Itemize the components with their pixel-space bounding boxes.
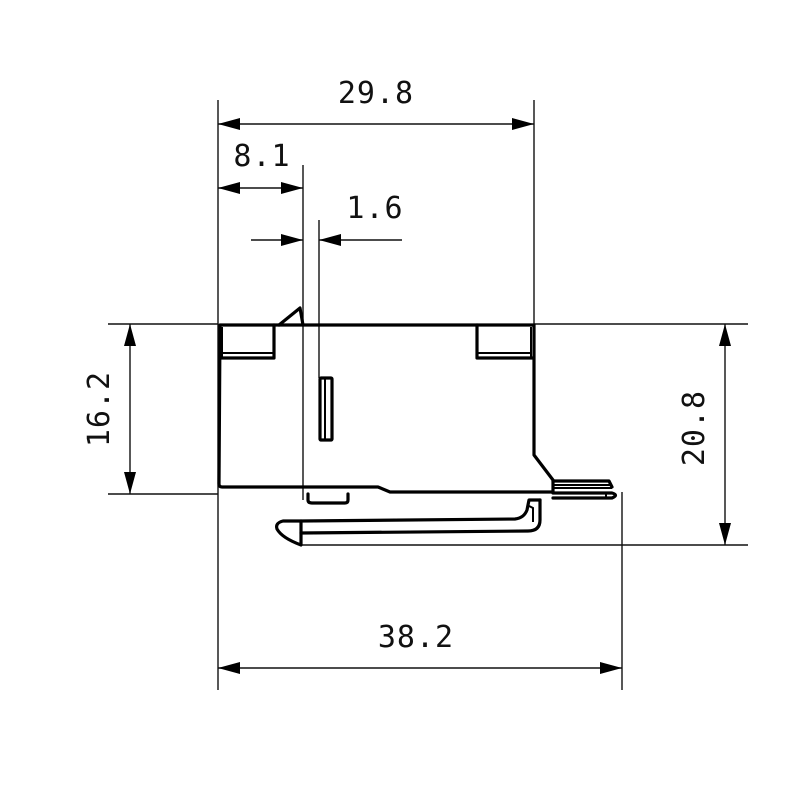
dimension-offset-left: 8.1 <box>218 139 303 194</box>
dimension-total-height: 20.8 <box>677 324 731 545</box>
latch-lever <box>275 498 542 547</box>
dimension-body-height: 16.2 <box>82 324 136 494</box>
contact-pin <box>551 479 618 500</box>
dimension-label-38-2: 38.2 <box>378 620 454 655</box>
dimension-label-1-6: 1.6 <box>346 191 403 226</box>
extension-lines <box>108 100 748 690</box>
dimension-total-length: 38.2 <box>218 620 622 674</box>
dimension-slot-width: 1.6 <box>251 191 403 246</box>
dimension-label-16-2: 16.2 <box>82 371 117 447</box>
dimension-label-29-8: 29.8 <box>338 76 414 111</box>
dimension-label-20-8: 20.8 <box>677 390 712 466</box>
connector-body <box>217 306 555 505</box>
dimension-label-8-1: 8.1 <box>233 139 290 174</box>
dimension-top-width: 29.8 <box>218 76 534 130</box>
